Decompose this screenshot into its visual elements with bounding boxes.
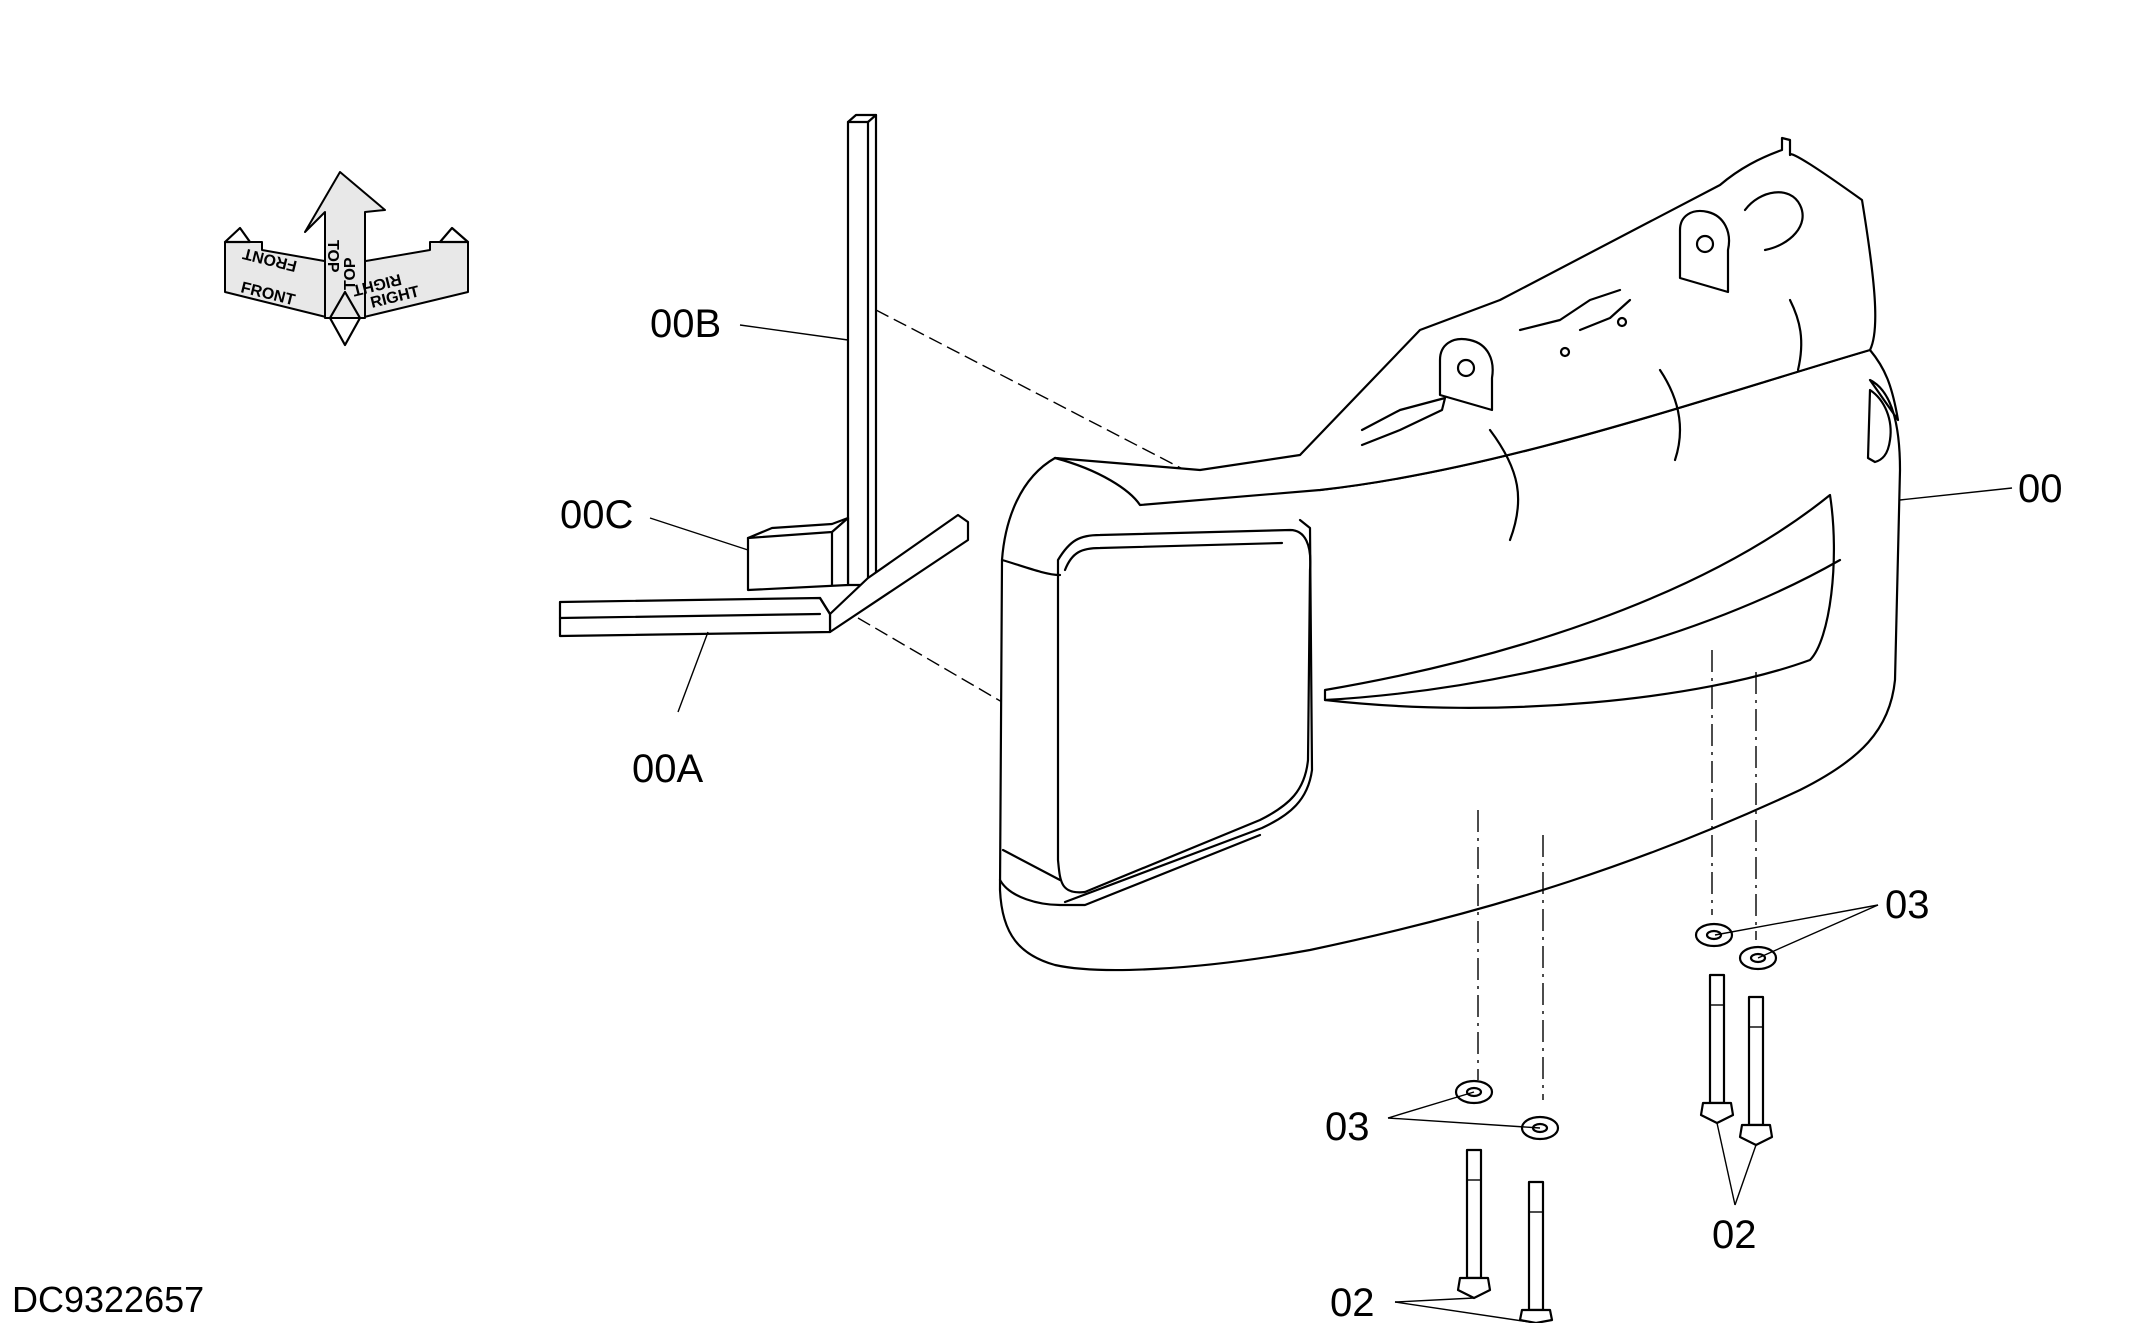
callout-02-left: 02 — [1330, 1281, 1375, 1323]
bolt — [1699, 973, 1735, 1125]
callout-00: 00 — [2018, 467, 2063, 511]
counterweight-tab — [1866, 388, 1892, 464]
callout-03-left: 03 — [1325, 1105, 1370, 1149]
callout-00C: 00C — [560, 493, 633, 537]
bolt — [1738, 995, 1774, 1147]
lifting-lug-left — [1438, 337, 1494, 412]
counterweight-window — [1056, 528, 1312, 894]
top-label: TOP — [324, 240, 341, 273]
callout-02-right: 02 — [1712, 1213, 1757, 1257]
bolt — [1456, 1148, 1492, 1300]
callout-03-right: 03 — [1885, 883, 1930, 927]
washer — [1694, 922, 1734, 948]
counterweight-groove — [1323, 493, 1836, 709]
drawing-id: DC9322657 — [12, 1279, 204, 1320]
counterweight-stand — [558, 113, 970, 638]
stand-block — [746, 516, 850, 592]
callout-labels: 00B 00C 00A 00 03 03 02 02 DC9322657 — [12, 302, 2063, 1323]
bolt — [1518, 1180, 1554, 1323]
top-arrow-icon — [304, 171, 386, 319]
stand-post — [846, 120, 870, 587]
leader-lines — [649, 324, 2013, 1323]
bolt-center-lines — [1477, 650, 1757, 1100]
top-label-mirror: TOP — [342, 257, 359, 290]
counterweight-body — [998, 136, 1902, 972]
orientation-indicator: FRONT FRONT TOP TOP RIGHT RIGHT — [223, 171, 470, 347]
callout-00A: 00A — [632, 747, 703, 791]
callout-00B: 00B — [650, 302, 721, 346]
counterweight-top — [1053, 136, 1877, 507]
bolts — [1456, 973, 1774, 1323]
